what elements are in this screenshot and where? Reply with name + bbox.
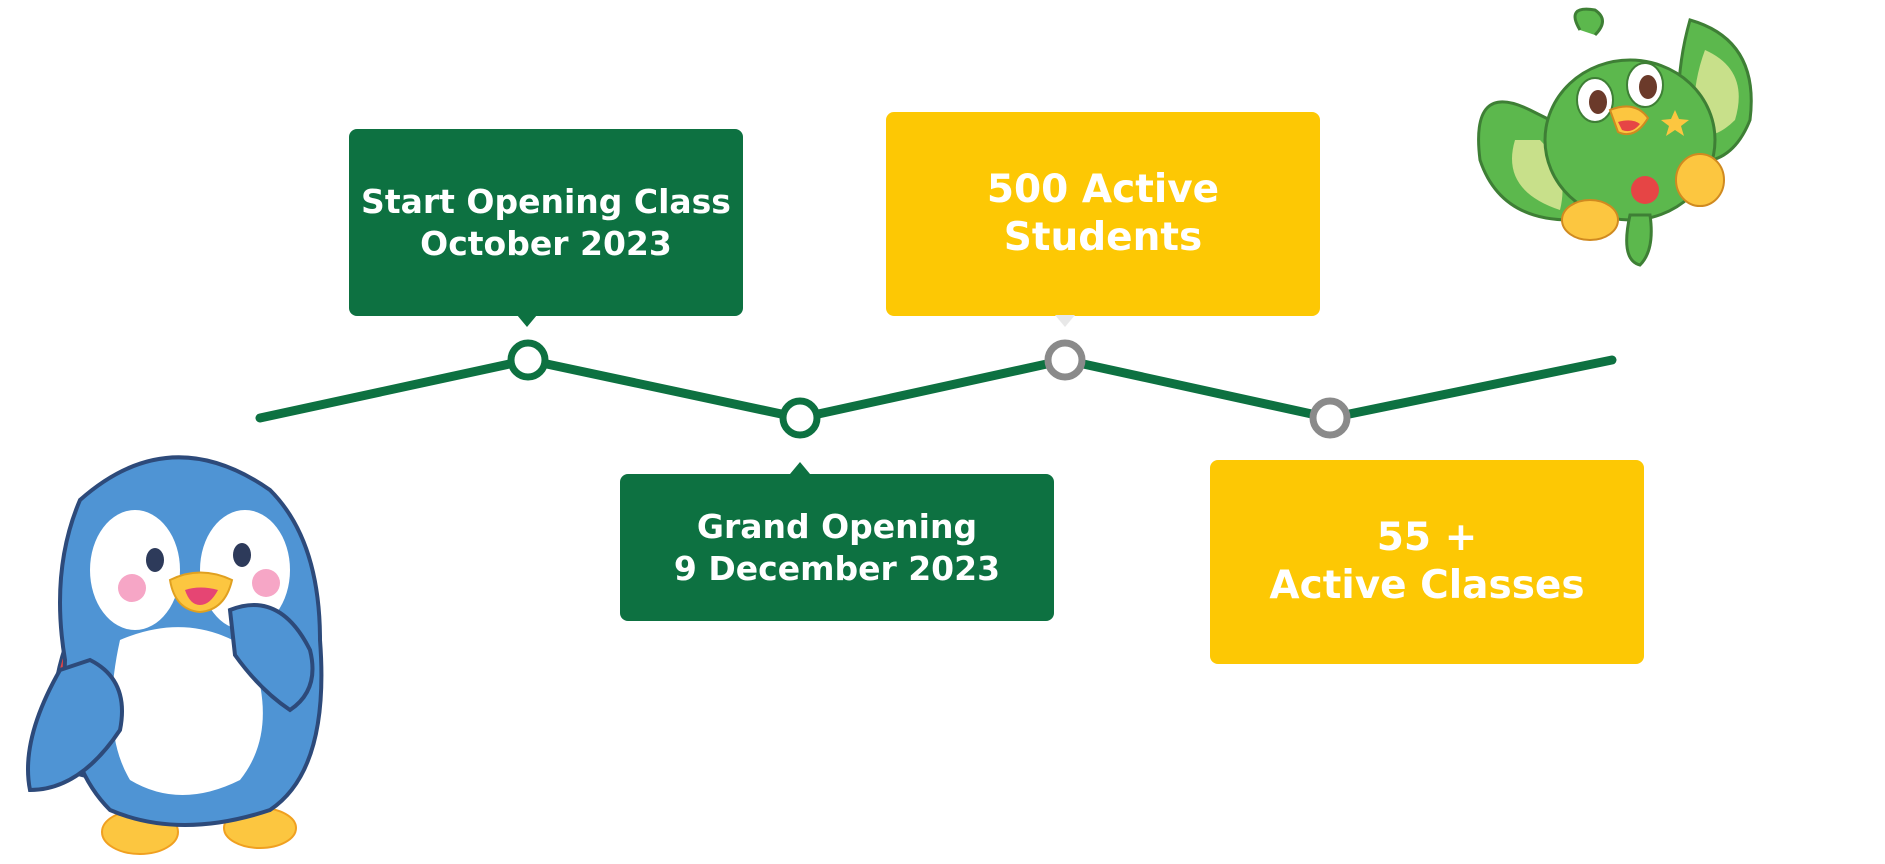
milestone-active-classes-card: 55 + Active Classes: [1210, 460, 1644, 664]
timeline-line: [255, 355, 1617, 423]
milestone-start-opening-card: Start Opening Class October 2023: [349, 129, 743, 316]
milestone-date: October 2023: [420, 223, 672, 263]
milestone-value: 500 Active: [986, 167, 1220, 212]
timeline-node-1: [507, 339, 549, 381]
milestone-date: 9 December 2023: [673, 548, 1001, 588]
milestone-active-students-card: 500 Active Students: [886, 112, 1320, 316]
callout-pointer: [517, 315, 537, 327]
callout-pointer: [790, 462, 810, 474]
milestone-title: Grand Opening: [696, 506, 978, 546]
callout-pointer: [1055, 315, 1075, 327]
milestone-grand-opening-card: Grand Opening 9 December 2023: [620, 474, 1054, 621]
milestone-label: Active Classes: [1269, 563, 1585, 608]
timeline-node-4: [1309, 397, 1351, 439]
timeline-node-3: [1044, 339, 1086, 381]
penguin-mascot-icon: [26, 455, 324, 855]
parrot-mascot-icon: [1477, 7, 1753, 267]
timeline-node-2: [779, 397, 821, 439]
milestone-title: Start Opening Class: [361, 181, 731, 221]
milestone-value: 55 +: [1376, 515, 1478, 560]
milestone-label: Students: [1003, 215, 1203, 260]
